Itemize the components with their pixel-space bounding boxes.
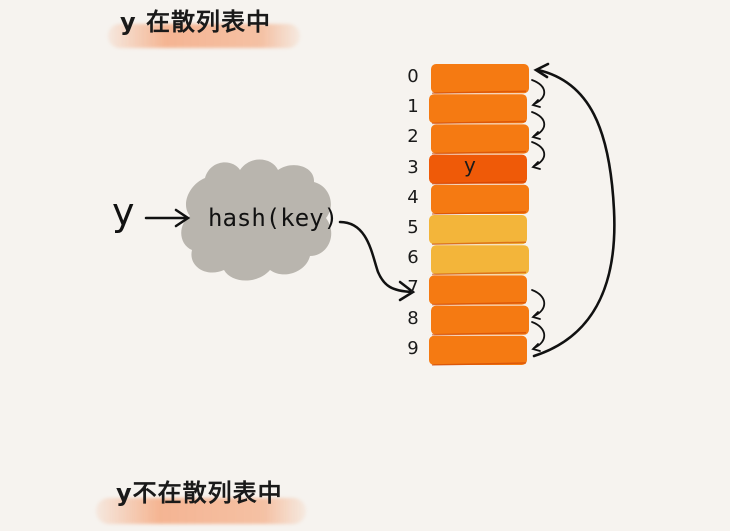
- index-label-0: 0: [407, 66, 419, 87]
- caption-y-not-in-table: y不在散列表中: [116, 479, 283, 507]
- index-label-5: 5: [407, 217, 419, 238]
- caption-y-in-table: y 在散列表中: [120, 8, 271, 36]
- index-label-7: 7: [407, 277, 419, 299]
- slot-seam: [431, 120, 527, 125]
- table-slot-3: [429, 154, 527, 184]
- table-slot-9: [429, 335, 527, 365]
- index-label-2: 2: [407, 126, 419, 148]
- index-label-4: 4: [407, 186, 419, 208]
- slot-seam: [431, 211, 527, 215]
- table-slot-2: [431, 124, 529, 154]
- index-label-6: 6: [407, 247, 419, 269]
- slot-seam: [431, 271, 527, 276]
- wraparound-arrow: [532, 62, 616, 358]
- table-slot-5: [429, 215, 527, 245]
- slot-seam: [431, 90, 527, 94]
- caption-bottom-highlight: [96, 498, 306, 524]
- slot-seam: [431, 150, 527, 155]
- table-slot-8: [431, 305, 529, 335]
- table-slot-6: [431, 245, 529, 275]
- hash-cloud: [181, 159, 332, 281]
- input-arrow: [144, 208, 191, 228]
- probe-arrows-top: [531, 79, 546, 170]
- probe-arrows-bottom: [531, 289, 546, 352]
- slot-seam: [431, 181, 527, 185]
- table-slot-0: [431, 64, 529, 94]
- index-label-1: 1: [407, 96, 419, 118]
- slot-3-value: y: [464, 153, 476, 177]
- caption-top-highlight: [108, 24, 300, 48]
- hash-function-label: hash(key): [208, 204, 339, 232]
- table-slot-7: [429, 275, 527, 305]
- table-slot-4: [431, 184, 529, 214]
- hash-table: [429, 64, 529, 366]
- input-key-label: y: [112, 190, 135, 234]
- index-label-3: 3: [407, 156, 419, 178]
- slot-seam: [431, 362, 527, 366]
- slot-seam: [431, 332, 527, 336]
- index-label-8: 8: [407, 307, 419, 329]
- slot-seam: [431, 301, 527, 306]
- table-slot-1: [429, 94, 527, 124]
- hash-to-slot-arrow: [338, 220, 416, 302]
- index-label-9: 9: [407, 337, 419, 359]
- slot-seam: [431, 241, 527, 245]
